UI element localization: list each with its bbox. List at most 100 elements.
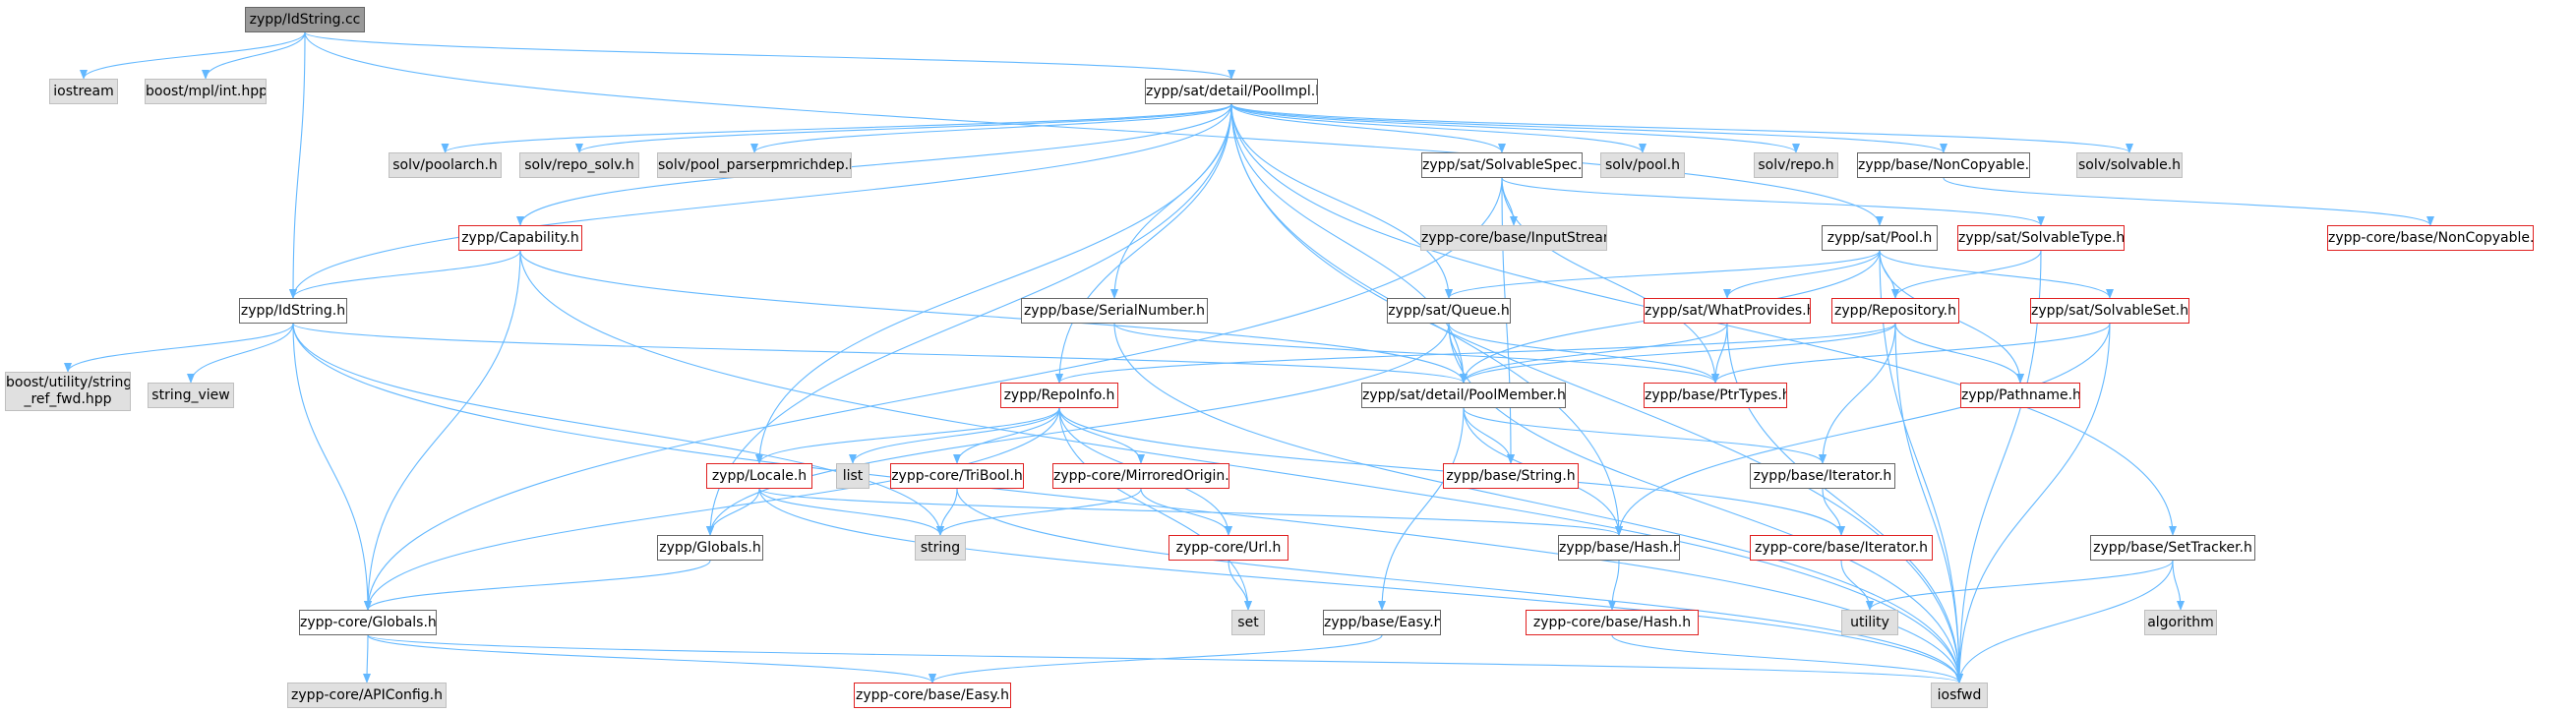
edge-NonCopyable-to-CoreNonCopyable [1943, 177, 2434, 226]
edge-SetTracker-to-utility [1866, 560, 2174, 611]
node-pathname[interactable]: zypp/Pathname.h [1960, 383, 2080, 408]
edge-PoolMember-to-BaseEasy [1378, 407, 1465, 611]
edge-MirroredOrigin-to-string [936, 488, 1142, 536]
edge-PoolImpl-to-poolarch [441, 103, 1232, 153]
node-serial-number[interactable]: zypp/base/SerialNumber.h [1021, 298, 1208, 324]
node-idstring-cc[interactable]: zypp/IdString.cc [245, 7, 365, 32]
node-globals[interactable]: zypp/Globals.h [657, 535, 763, 561]
node-core-hash[interactable]: zypp-core/base/Hash.h [1526, 610, 1699, 635]
edge-PoolImpl-to-IdStringH [289, 103, 1232, 299]
node-core-iterator[interactable]: zypp-core/base/Iterator.h [1750, 535, 1933, 561]
edge-PoolImpl-to-NonCopyable [1230, 103, 1947, 153]
edge-IdStringH-to-CoreGlobals [292, 323, 372, 611]
edge-WhatProvides-to-PoolMember [1460, 323, 1728, 384]
node-sat-pool[interactable]: zypp/sat/Pool.h [1822, 225, 1938, 251]
node-base-iterator[interactable]: zypp/base/Iterator.h [1750, 463, 1895, 489]
node-sat-queue[interactable]: zypp/sat/Queue.h [1387, 298, 1511, 324]
edge-TriBool-to-iosfwd [956, 488, 1963, 683]
node-pool-member[interactable]: zypp/sat/detail/PoolMember.h [1361, 383, 1566, 408]
edge-Capability-to-iosfwd [519, 250, 1963, 683]
edge-IdStringCc-to-SatPool [304, 31, 1884, 226]
edge-SatPool-to-WhatProvides [1723, 250, 1881, 299]
node-non-copyable[interactable]: zypp/base/NonCopyable.h [1857, 152, 2030, 178]
edge-RepoInfo-to-TriBool [953, 407, 1060, 464]
node-capability[interactable]: zypp/Capability.h [458, 225, 582, 251]
node-base-easy[interactable]: zypp/base/Easy.h [1323, 610, 1441, 635]
edge-PoolImpl-to-SatQueue [1230, 103, 1453, 299]
node-idstring-h[interactable]: zypp/IdString.h [239, 298, 347, 324]
node-ptr-types[interactable]: zypp/base/PtrTypes.h [1644, 383, 1787, 408]
node-base-string[interactable]: zypp/base/String.h [1443, 463, 1579, 489]
edge-PoolImpl-to-solvPool [1230, 103, 1647, 153]
edge-RepoInfo-to-Locale [755, 407, 1060, 464]
edge-PoolImpl-to-SolvableSpec [1230, 103, 1506, 153]
edge-Repository-to-RepoInfo [1055, 323, 1896, 384]
edge-TriBool-to-string [936, 488, 958, 536]
edge-CoreHash-to-iosfwd [1611, 634, 1963, 683]
edge-BaseEasy-to-CoreEasy [929, 634, 1383, 683]
edge-Locale-to-BaseHash [758, 488, 1623, 536]
edge-SerialNumber-to-iosfwd [1113, 323, 1963, 683]
edge-SolvableType-to-iosfwd [1955, 250, 2042, 683]
edge-PoolImpl-to-iosfwd [1230, 103, 1963, 683]
edge-PoolImpl-to-solvSolvable [1230, 103, 2133, 153]
edge-RepoInfo-to-list [849, 407, 1060, 464]
node-solv-repo-solv: solv/repo_solv.h [519, 152, 639, 178]
node-solvable-spec[interactable]: zypp/sat/SolvableSpec.h [1421, 152, 1583, 178]
edge-SolvableSpec-to-PtrTypes [1501, 177, 1719, 384]
node-iostream: iostream [49, 79, 118, 104]
node-solv-pool: solv/pool.h [1600, 152, 1685, 178]
node-string: string [915, 535, 966, 561]
edge-SerialNumber-to-PtrTypes [1113, 323, 1719, 384]
node-set-tracker[interactable]: zypp/base/SetTracker.h [2090, 535, 2255, 561]
edge-Capability-to-PoolMember [519, 250, 1468, 384]
string-ref-fwd-label: boost/utility/string _ref_fwd.hpp [6, 375, 131, 407]
node-core-globals[interactable]: zypp-core/Globals.h [299, 610, 437, 635]
node-locale[interactable]: zypp/Locale.h [706, 463, 812, 489]
edge-SatQueue-to-PtrTypes [1448, 323, 1719, 384]
node-base-hash[interactable]: zypp/base/Hash.h [1558, 535, 1680, 561]
node-list: list [836, 463, 869, 489]
node-repo-info[interactable]: zypp/RepoInfo.h [1000, 383, 1118, 408]
edge-SolvableSet-to-PtrTypes [1711, 323, 2111, 384]
edge-CoreUrl-to-set [1228, 560, 1252, 611]
node-solv-repo: solv/repo.h [1754, 152, 1838, 178]
node-mirrored-origin[interactable]: zypp-core/MirroredOrigin.h [1052, 463, 1229, 489]
node-core-url[interactable]: zypp-core/Url.h [1168, 535, 1288, 561]
node-solv-pool-parser: solv/pool_parserpmrichdep.h [657, 152, 852, 178]
edge-Capability-to-IdStringH [289, 250, 521, 299]
edge-PoolImpl-to-repoSolv [575, 103, 1232, 153]
node-mpl-int: boost/mpl/int.hpp [145, 79, 267, 104]
node-iosfwd: iosfwd [1931, 683, 1988, 708]
edge-PoolMember-to-BaseIterator [1463, 407, 1827, 464]
edge-SolvableSpec-to-CoreGlobals [364, 177, 1503, 611]
edge-IdStringCc-to-PoolImpl [304, 31, 1235, 80]
edge-MirroredOrigin-to-CoreUrl [1140, 488, 1232, 536]
edge-IdStringH-to-StringRefFwd [64, 323, 294, 373]
node-solvable-type[interactable]: zypp/sat/SolvableType.h [1957, 225, 2125, 251]
edge-IdStringCc-to-mplInt [202, 31, 306, 80]
edge-SolvableSet-to-BaseHash [1615, 323, 2111, 536]
edge-PoolImpl-to-Capability [516, 103, 1232, 226]
edge-Locale-to-iosfwd [758, 488, 1963, 683]
node-repository[interactable]: zypp/Repository.h [1831, 298, 1959, 324]
edge-CoreGlobals-to-CoreEasy [367, 634, 936, 683]
node-pool-impl[interactable]: zypp/sat/detail/PoolImpl.h [1145, 79, 1318, 104]
edge-RepoInfo-to-CoreGlobals [364, 407, 1060, 611]
node-tri-bool[interactable]: zypp-core/TriBool.h [890, 463, 1024, 489]
edge-CoreGlobals-to-APIConfig [363, 634, 372, 683]
edge-PoolImpl-to-Locale [755, 103, 1232, 464]
node-core-easy[interactable]: zypp-core/base/Easy.h [854, 683, 1011, 708]
edge-IdStringH-to-stringView [187, 323, 294, 384]
edge-SetTracker-to-algorithm [2172, 560, 2185, 611]
node-set: set [1231, 610, 1265, 635]
node-what-provides[interactable]: zypp/sat/WhatProvides.h [1644, 298, 1811, 324]
node-solvable-set[interactable]: zypp/sat/SolvableSet.h [2030, 298, 2189, 324]
node-string-view: string_view [148, 383, 234, 408]
node-core-non-copyable[interactable]: zypp-core/base/NonCopyable.h [2327, 225, 2534, 251]
edge-PoolImpl-to-RepoInfo [1055, 103, 1232, 384]
edge-PoolImpl-to-poolParser [750, 103, 1232, 153]
node-solv-poolarch: solv/poolarch.h [389, 152, 502, 178]
edge-SolvableSpec-to-SolvableType [1501, 177, 2045, 226]
